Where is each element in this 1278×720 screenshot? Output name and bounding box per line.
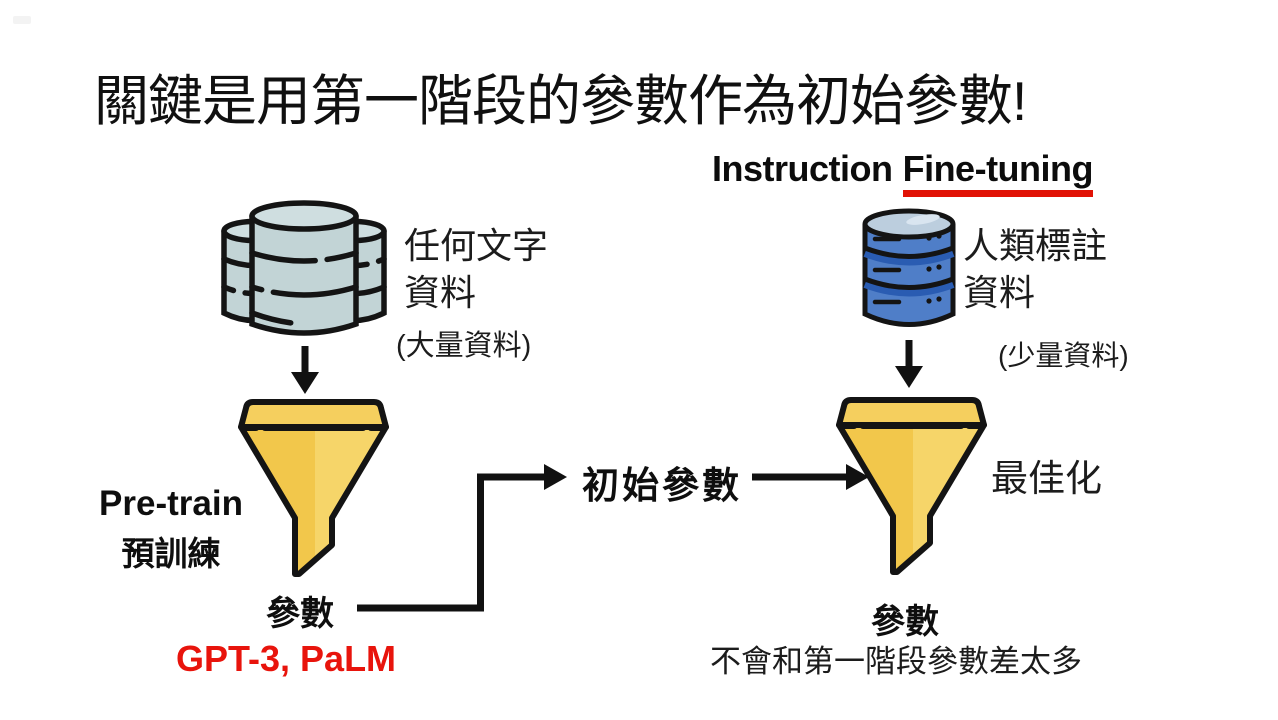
heading-underlined-redline: Fine-tuning xyxy=(902,148,1094,197)
heading-prefix: Instruction xyxy=(712,148,893,189)
corner-artifact xyxy=(13,16,31,24)
pretrain-label-zh: 預訓練 xyxy=(121,535,221,572)
pretrain-data-note: (大量資料) xyxy=(396,330,532,362)
finetune-data-line1: 人類標註 xyxy=(963,225,1108,266)
initial-parameters-label: 初始參數 xyxy=(582,465,742,506)
database-icon xyxy=(862,208,956,327)
database-cluster-icon xyxy=(221,200,387,336)
slide-title: 關鍵是用第一階段的參數作為初始參數! xyxy=(94,70,1027,132)
pretrain-label-en: Pre-train xyxy=(99,484,243,523)
finetune-data-note: (少量資料) xyxy=(998,340,1129,371)
pretrain-funnel-icon xyxy=(237,397,390,578)
pretrain-data-label: 任何文字 資料 xyxy=(404,222,548,316)
finetune-output-note: 不會和第一階段參數差太多 xyxy=(710,644,1082,679)
example-models-label: GPT-3, PaLM xyxy=(176,638,397,679)
elbow-arrowhead xyxy=(544,464,567,490)
finetune-data-line2: 資料 xyxy=(963,272,1036,313)
right-down-arrowhead xyxy=(895,366,923,388)
finetune-output-label: 參數 xyxy=(871,603,939,641)
pretrain-output-label: 參數 xyxy=(266,595,334,633)
pretrain-data-line2: 資料 xyxy=(404,272,477,313)
finetune-funnel-icon xyxy=(835,395,988,576)
optimization-label: 最佳化 xyxy=(991,458,1102,499)
finetune-data-label: 人類標註 資料 xyxy=(963,222,1107,316)
left-down-arrowhead xyxy=(291,372,319,394)
pretrain-data-line1: 任何文字 xyxy=(404,225,549,266)
